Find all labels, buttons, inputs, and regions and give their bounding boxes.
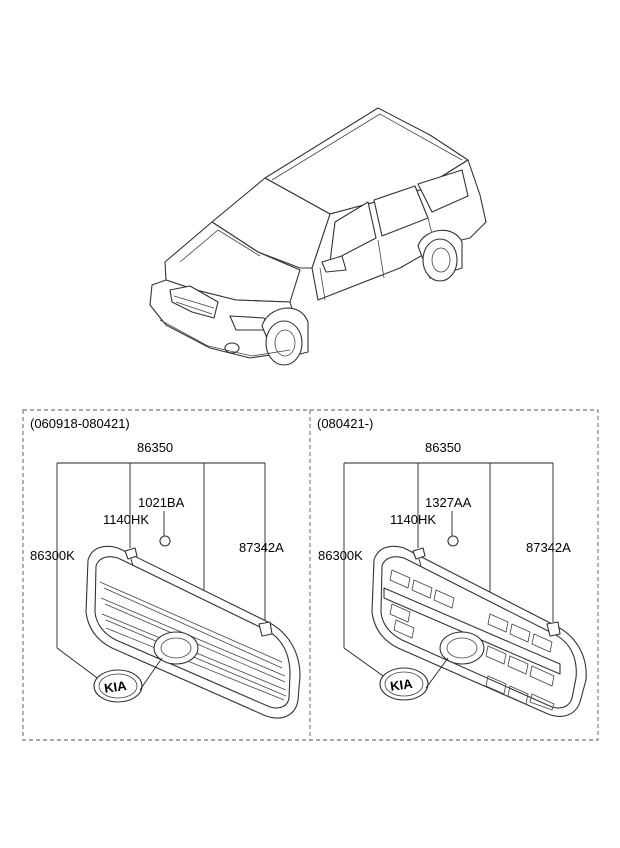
part-number-screw: 1140HK [103,512,149,527]
part-number-grille: 86300K [30,548,75,563]
part-number-screw: 1140HK [390,512,436,527]
fastener-icon [546,621,561,637]
emblem-text: KIA [389,676,414,694]
part-number-fastener: 87342A [526,540,571,555]
part-number-grille: 86300K [318,548,363,563]
grille-assembly [85,545,301,719]
panel-right: (080421-) 86350 1327AA 1140HK 87342A 863… [317,416,587,717]
part-number-fastener: 87342A [239,540,284,555]
grille-assembly [371,545,587,717]
part-number-assembly: 86350 [137,440,173,455]
fastener-icon [258,621,273,637]
part-number-clip: 1327AA [425,495,472,510]
period-label: (080421-) [317,416,373,431]
vehicle-illustration [149,107,487,366]
screw-icon [412,547,426,567]
clip-icon [159,535,171,547]
kia-emblem: KIA [379,667,429,701]
emblem-text: KIA [103,678,128,696]
screw-icon [124,547,138,567]
leader-lines [56,462,266,681]
kia-emblem: KIA [93,669,143,703]
panel-frame [22,409,599,741]
period-label: (060918-080421) [30,416,130,431]
part-number-assembly: 86350 [425,440,461,455]
clip-icon [447,535,459,547]
part-number-clip: 1021BA [138,495,185,510]
panel-left: (060918-080421) 86350 1021BA 1140HK 8734… [30,416,301,719]
